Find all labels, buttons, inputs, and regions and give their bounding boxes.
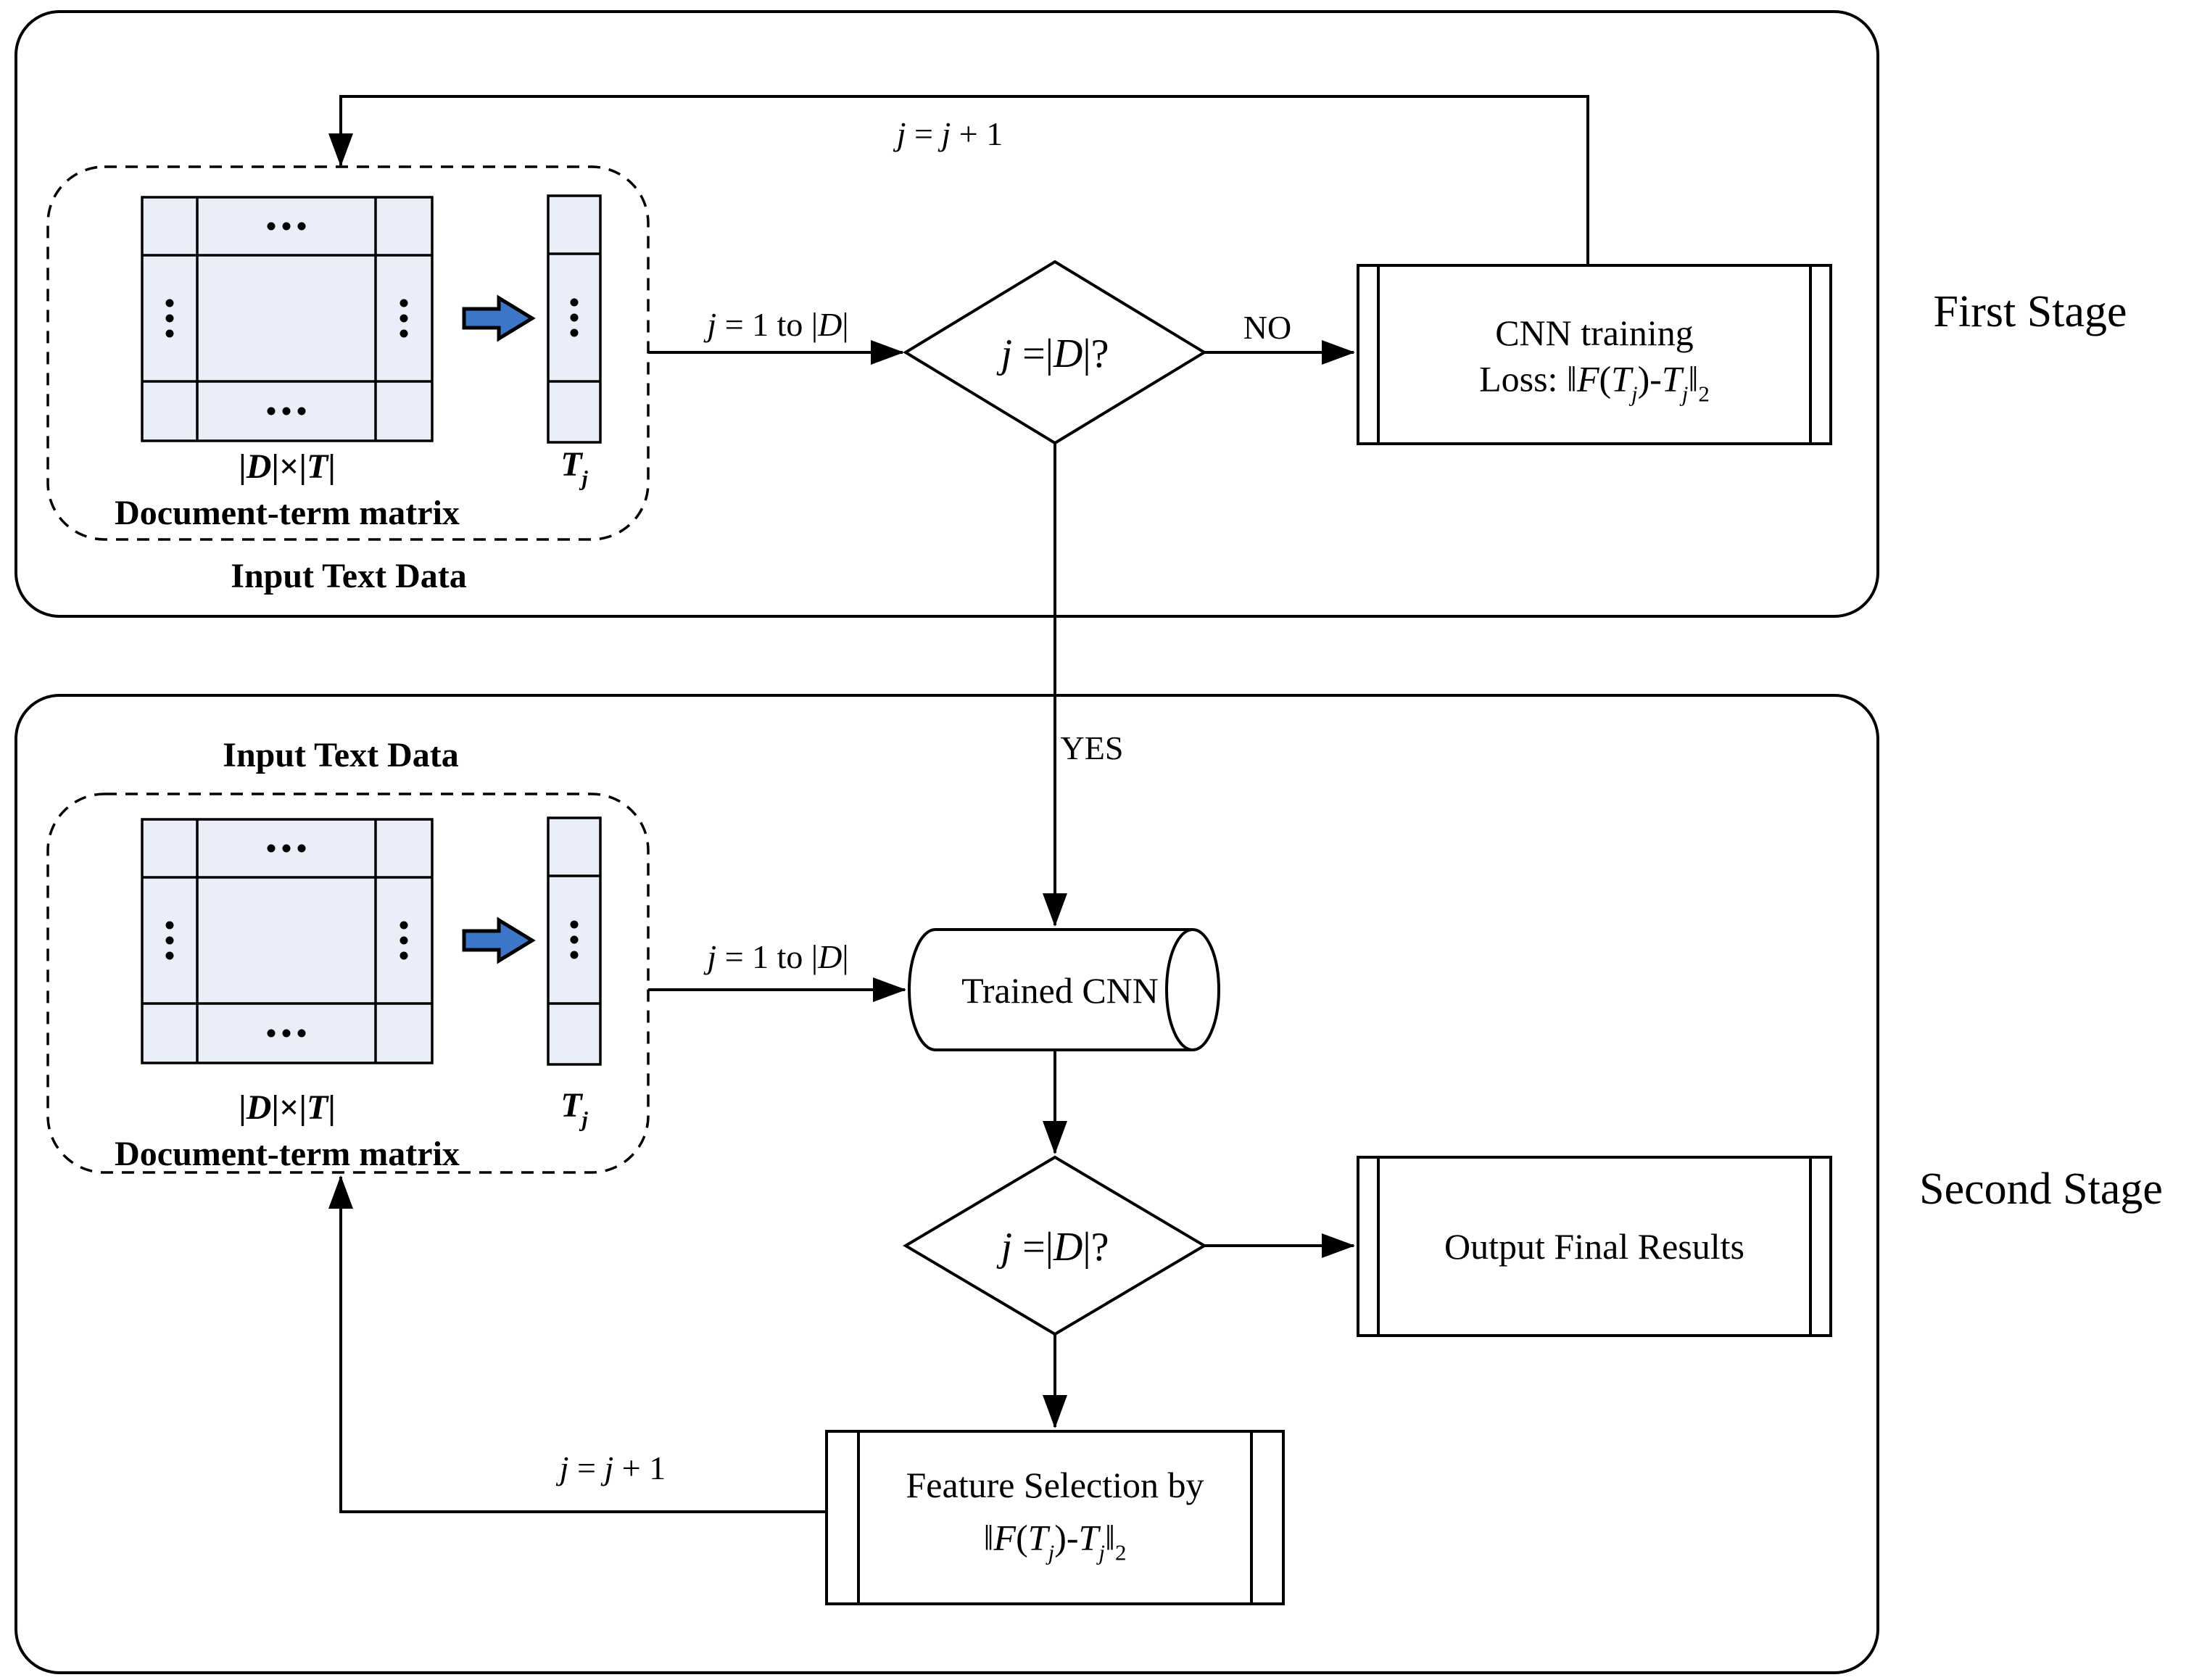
stage2-decision-label: j =|D|? bbox=[1001, 1225, 1109, 1270]
stage1-loop-increment-label: j = j + 1 bbox=[896, 115, 1003, 152]
stage1-yes-label: YES bbox=[1060, 729, 1124, 766]
stage1-matrix-caption: Document-term matrix bbox=[115, 494, 460, 532]
stage2-input-group-box bbox=[46, 793, 650, 1174]
stage2-loop-connector bbox=[328, 1175, 827, 1513]
feature-selection-line1: Feature Selection by bbox=[906, 1465, 1204, 1505]
cnn-training-line1: CNN training bbox=[1495, 313, 1694, 353]
feature-selection-line2: ‖F(Tj)-Tj‖2 bbox=[983, 1517, 1127, 1565]
trained-cnn-label: Trained CNN bbox=[961, 970, 1159, 1011]
cnn-training-box bbox=[1357, 264, 1832, 445]
first-stage-title: First Stage bbox=[1933, 287, 2127, 336]
stage1-matrix-ellipsis-dots bbox=[165, 222, 408, 415]
feature-selection-box bbox=[825, 1430, 1285, 1605]
stage2-vector-ellipsis-dots bbox=[570, 920, 579, 959]
stage1-loop-connector bbox=[328, 95, 1589, 267]
output-final-results-box bbox=[1357, 1156, 1832, 1337]
stage1-extract-column-arrow-icon bbox=[462, 294, 536, 342]
stage1-vector-ellipsis-dots bbox=[570, 298, 579, 337]
stage2-vector-label: Tj bbox=[560, 1085, 588, 1132]
second-stage-title: Second Stage bbox=[1919, 1164, 2163, 1214]
stage1-decision-label: j =|D|? bbox=[1001, 331, 1109, 376]
stage1-iteration-label: j = 1 to |D| bbox=[707, 306, 849, 343]
stage1-document-term-matrix bbox=[141, 196, 434, 442]
stage2-matrix-caption: Document-term matrix bbox=[115, 1135, 460, 1173]
stage1-input-group-label: Input Text Data bbox=[231, 557, 467, 595]
first-stage-container bbox=[15, 10, 1879, 618]
stage2-document-term-matrix bbox=[141, 818, 434, 1064]
stage2-input-group-label: Input Text Data bbox=[223, 736, 459, 774]
stage2-iteration-label: j = 1 to |D| bbox=[707, 938, 849, 975]
second-stage-container bbox=[15, 694, 1879, 1674]
stage2-extract-column-arrow-icon bbox=[462, 916, 536, 964]
stage2-matrix-ellipsis-dots bbox=[165, 844, 408, 1038]
stage2-loop-increment-label: j = j + 1 bbox=[559, 1449, 666, 1486]
cnn-training-loss-line: Loss: ‖F(Tj)-Tj‖2 bbox=[1479, 358, 1710, 407]
trained-cnn-cylinder bbox=[908, 928, 1220, 1051]
stage1-matrix-dim-label: |D|×|T| bbox=[239, 447, 336, 486]
output-final-results-label: Output Final Results bbox=[1444, 1226, 1744, 1267]
stage1-no-label: NO bbox=[1243, 309, 1292, 346]
stage1-vector-label: Tj bbox=[560, 444, 588, 491]
stage2-matrix-dim-label: |D|×|T| bbox=[239, 1088, 336, 1127]
